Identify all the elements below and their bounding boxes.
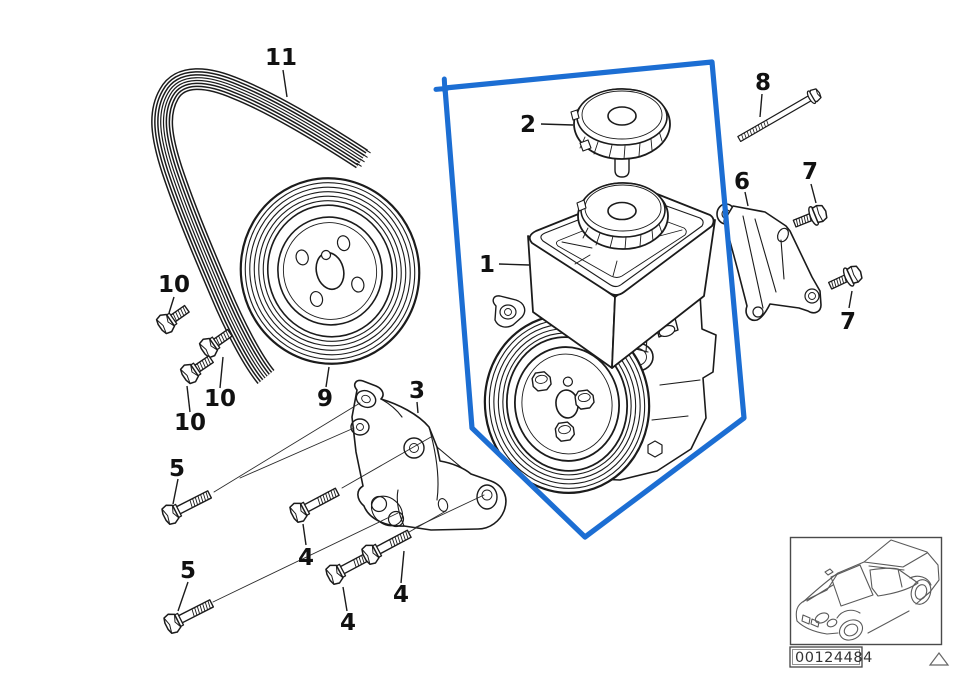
bolt-4c xyxy=(359,524,415,568)
serpentine-belt xyxy=(151,68,371,384)
callout-11[interactable]: 11 xyxy=(265,45,297,71)
callout-labels: 1 2 3 4 4 4 5 5 6 7 7 8 9 10 10 10 11 xyxy=(158,45,856,636)
bolt-5a xyxy=(159,484,215,528)
pulley-bolt-hole xyxy=(295,249,309,266)
bolt-8 xyxy=(734,85,824,146)
bolt-5b xyxy=(161,593,217,637)
diagram-artwork xyxy=(151,68,866,637)
pulley-bolt-hole xyxy=(336,235,351,252)
mounting-bracket xyxy=(350,379,507,531)
pump-mount-lug xyxy=(492,295,526,328)
callout-1[interactable]: 1 xyxy=(479,252,495,278)
part-number: 00124484 xyxy=(795,650,873,666)
bolt-7b xyxy=(825,261,866,296)
belt-rib-teeth xyxy=(356,149,371,167)
callout-5b[interactable]: 5 xyxy=(180,558,196,584)
vibration-damper-pulley xyxy=(239,177,421,365)
bolt-7a xyxy=(790,201,831,234)
bolt-10a xyxy=(153,299,194,337)
bolt-4a xyxy=(287,482,343,526)
callout-9[interactable]: 9 xyxy=(317,386,333,412)
callout-leader-lines xyxy=(168,69,853,612)
vehicle-thumbnail-frame xyxy=(789,536,943,646)
power-steering-pump xyxy=(483,88,717,494)
highlight-outline xyxy=(433,59,747,540)
reservoir-cap-removed xyxy=(570,88,671,178)
reservoir-cap-installed xyxy=(576,182,669,250)
pulley-hex-bolt xyxy=(574,389,595,410)
callout-7b[interactable]: 7 xyxy=(840,309,856,335)
support-bracket xyxy=(716,203,822,322)
part-number-box xyxy=(789,646,863,668)
inset-panel: 00124484 xyxy=(789,536,950,668)
callout-4c[interactable]: 4 xyxy=(393,582,409,608)
warning-triangle-icon xyxy=(928,652,950,666)
callout-10b[interactable]: 10 xyxy=(204,386,236,412)
pulley-hex-bolt xyxy=(531,371,552,392)
pulley-bolt-hole xyxy=(351,276,365,293)
callout-8[interactable]: 8 xyxy=(755,70,771,96)
callout-7a[interactable]: 7 xyxy=(802,159,818,185)
callout-4b[interactable]: 4 xyxy=(340,610,356,636)
callout-6[interactable]: 6 xyxy=(734,169,750,195)
callout-10a[interactable]: 10 xyxy=(158,272,190,298)
callout-2[interactable]: 2 xyxy=(520,112,536,138)
callout-3[interactable]: 3 xyxy=(409,378,425,404)
vehicle-thumbnail xyxy=(795,539,940,641)
pulley-hex-bolt xyxy=(554,421,575,442)
callout-4a[interactable]: 4 xyxy=(298,545,314,571)
callout-10c[interactable]: 10 xyxy=(174,410,206,436)
pulley-bolt-hole xyxy=(309,290,324,308)
callout-5a[interactable]: 5 xyxy=(169,456,185,482)
